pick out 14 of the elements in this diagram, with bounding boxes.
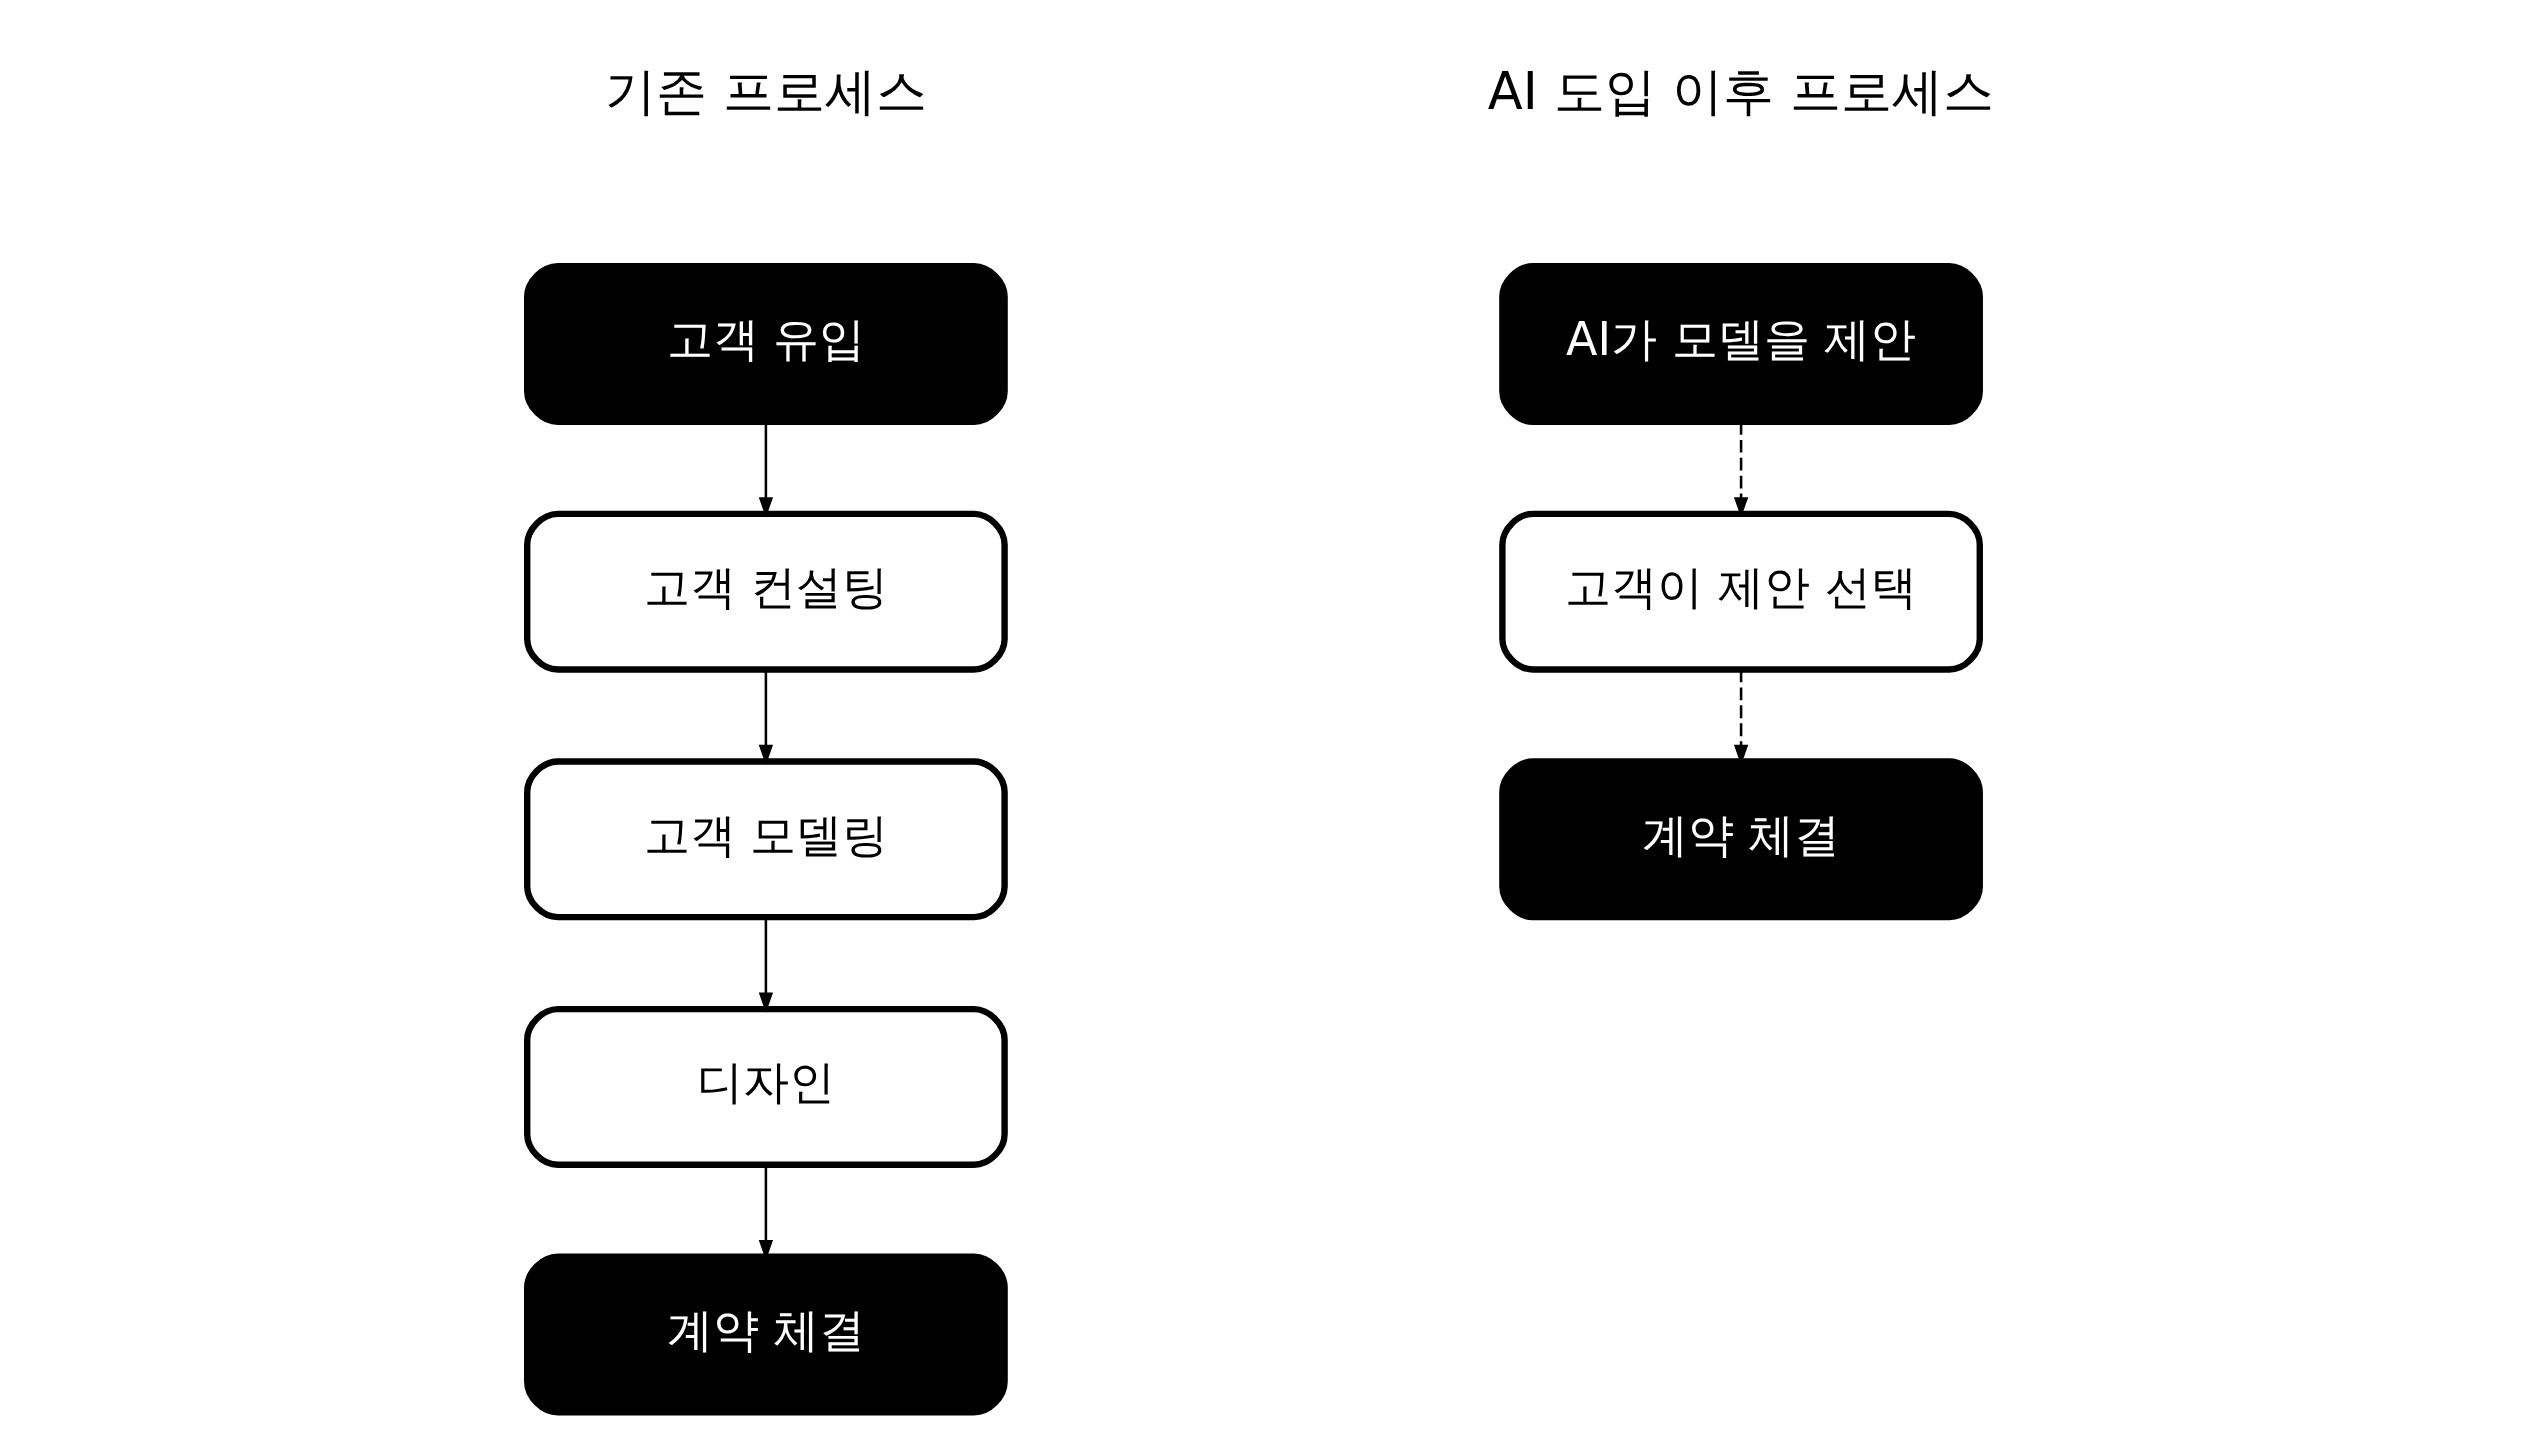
node-box: AI가 모델을 제안 — [1499, 263, 1983, 426]
node-box: 고객 컨설팅 — [524, 510, 1008, 673]
arrow — [758, 422, 774, 518]
node-box: 고객이 제안 선택 — [1499, 510, 1983, 673]
node-box: 계약 체결 — [1499, 758, 1983, 921]
label: AI 도입 이후 프로세스 — [1487, 62, 1995, 122]
arrow — [758, 917, 774, 1013]
node-box: 고객 유입 — [524, 263, 1008, 426]
arrow — [1733, 422, 1749, 518]
arrow — [758, 669, 774, 766]
node-box: 디자인 — [524, 1005, 1008, 1168]
node-box: 계약 체결 — [524, 1253, 1008, 1416]
label: 기존 프로세스 — [604, 62, 928, 122]
node-box: 고객 모델링 — [524, 758, 1008, 921]
